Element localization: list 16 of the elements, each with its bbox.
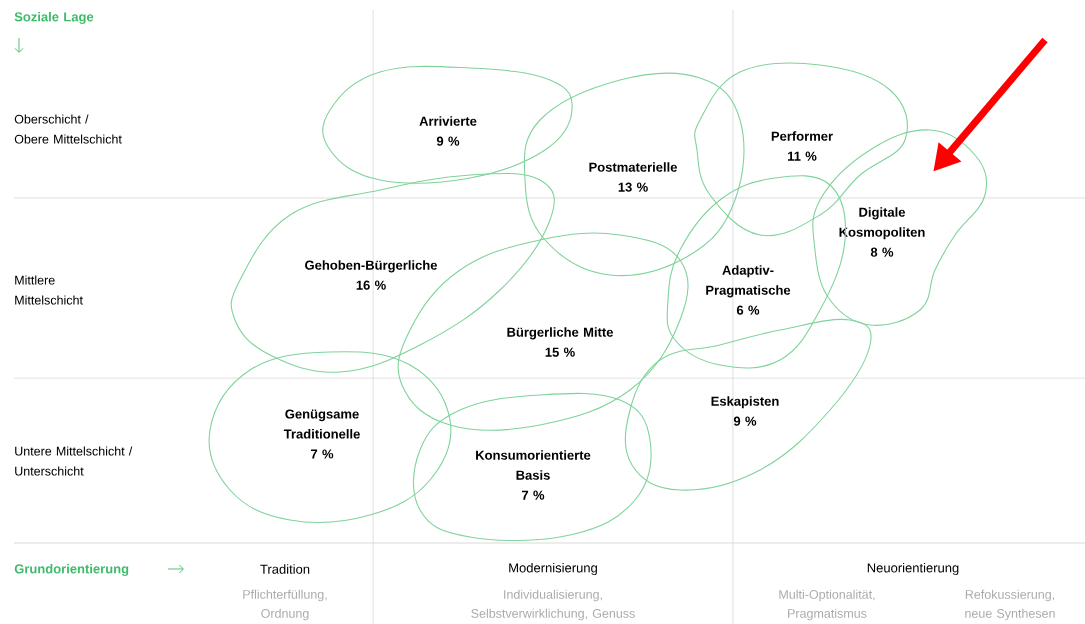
axis-label: Untere Mittelschicht / Unterschicht <box>15 446 133 476</box>
milieu-blob: Arrivierte 9 % <box>322 65 573 184</box>
axis-label: Tradition <box>260 564 310 574</box>
axis-label: Mittlere Mittelschicht <box>15 275 83 305</box>
axis-label: Pflichterfüllung, Ordnung <box>243 589 327 621</box>
axis-label: Modernisierung <box>509 562 597 576</box>
axis-label: Multi-Optionalität, Pragmatismus <box>779 589 875 621</box>
axis-label: Oberschicht / Obere Mittelschicht <box>14 114 122 144</box>
axis-label: Individualisierung, Selbstverwirklichung, Genuss <box>471 589 635 621</box>
axis-label: Refokussierung, neue Synthesen <box>965 589 1055 621</box>
milieu-blob: Eskapisten 9 % <box>624 318 872 491</box>
milieu-blob: Genügsame Traditionelle 7 % <box>208 351 452 524</box>
milieu-blob: Konsumorientierte Basis 7 % <box>412 392 652 542</box>
axis-label: Soziale Lage <box>14 11 94 25</box>
axis-label: Neuorientierung <box>867 562 959 576</box>
axis-label: Grundorientierung <box>14 563 129 577</box>
